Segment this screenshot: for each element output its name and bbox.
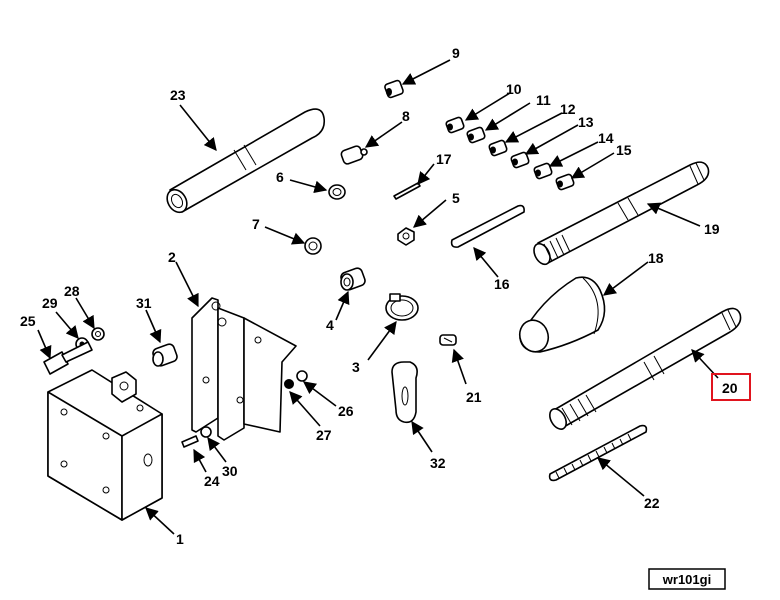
part-27-nut (284, 379, 294, 389)
callout-12: 12 (560, 101, 576, 117)
part-3-clamp (385, 293, 419, 321)
callout-6: 6 (276, 169, 284, 185)
part-5-nut (397, 227, 415, 246)
callout-1: 1 (176, 531, 184, 547)
part-23-tube (166, 108, 326, 214)
part-17-pin (393, 182, 421, 200)
callout-11: 11 (536, 92, 551, 108)
drawing-id: wr101gi (662, 572, 711, 587)
part-1-box (47, 369, 163, 521)
part-26-washer (296, 370, 308, 382)
part-25-bolt (43, 341, 93, 375)
part-31-spacer (152, 343, 178, 367)
callout-18: 18 (648, 250, 664, 266)
part-13-bushing (510, 151, 530, 169)
part-19-shaft (533, 161, 710, 266)
callout-26: 26 (338, 403, 354, 419)
callout-3: 3 (352, 359, 360, 375)
part-7-washer (304, 237, 322, 255)
callout-15: 15 (616, 142, 632, 158)
callout-24: 24 (204, 473, 220, 489)
callout-17: 17 (436, 151, 452, 167)
callout-25: 25 (20, 313, 36, 329)
callout-30: 30 (222, 463, 238, 479)
part-24-screw (181, 435, 199, 448)
leader-arrows (37, 59, 719, 535)
part-8-fitting (340, 145, 368, 165)
callout-20: 20 (722, 380, 738, 396)
callout-14: 14 (598, 130, 614, 146)
part-6-ring (328, 184, 346, 200)
part-30-washer (200, 426, 212, 438)
drawing-id-box: wr101gi (648, 568, 726, 590)
part-18-cone (518, 276, 606, 353)
callout-28: 28 (64, 283, 80, 299)
callout-29: 29 (42, 295, 58, 311)
callout-10: 10 (506, 81, 522, 97)
callout-4: 4 (326, 317, 334, 333)
part-32-clip (391, 361, 418, 424)
part-9-fitting (384, 79, 404, 99)
callout-2: 2 (168, 249, 176, 265)
callout-23: 23 (170, 87, 186, 103)
part-22-threaded-rod (548, 424, 648, 482)
callout-19: 19 (704, 221, 720, 237)
callout-16: 16 (494, 276, 510, 292)
part-2-bracket (191, 297, 297, 441)
callout-20-highlight-box (711, 373, 751, 401)
part-4-fitting (340, 267, 366, 291)
callout-9: 9 (452, 45, 460, 61)
part-14-bushing (533, 162, 553, 180)
callout-32: 32 (430, 455, 446, 471)
callout-31: 31 (136, 295, 152, 311)
part-20-shaft (549, 307, 742, 430)
callout-labels: 1 2 3 4 5 6 7 8 9 10 11 12 13 14 15 16 1… (20, 45, 751, 547)
callout-27: 27 (316, 427, 332, 443)
callout-8: 8 (402, 108, 410, 124)
part-16-rod (450, 204, 525, 248)
part-10-bushing (445, 116, 465, 134)
callout-22: 22 (644, 495, 660, 511)
part-21-screw (439, 334, 457, 346)
part-15-bushing (555, 173, 575, 191)
part-28-washer (91, 327, 105, 341)
part-12-bushing (488, 139, 508, 157)
callout-5: 5 (452, 190, 460, 206)
part-11-bushing (466, 126, 486, 144)
callout-21: 21 (466, 389, 482, 405)
callout-7: 7 (252, 216, 260, 232)
callout-13: 13 (578, 114, 594, 130)
